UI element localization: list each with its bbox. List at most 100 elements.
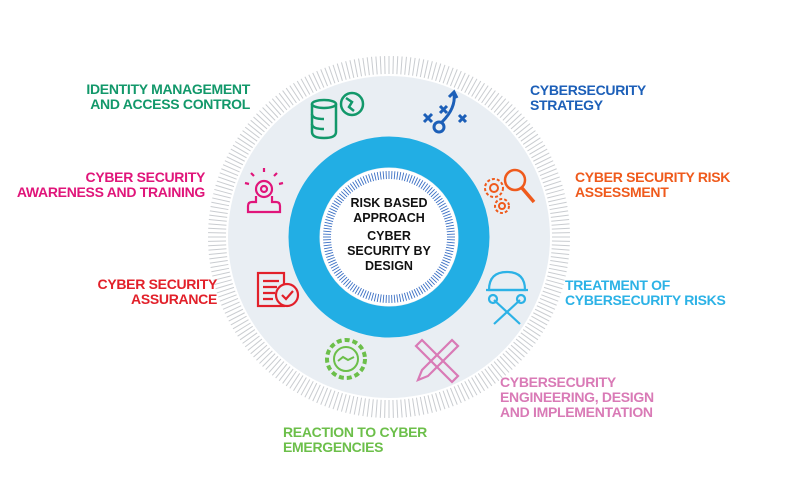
tick-mark xyxy=(218,176,236,184)
tick-mark xyxy=(208,248,227,251)
tick-mark xyxy=(224,305,242,314)
tick-mark xyxy=(541,172,559,180)
tick-mark xyxy=(365,291,370,299)
tick-mark xyxy=(408,291,413,299)
tick-mark xyxy=(434,195,441,202)
hardhat-wrenches-icon xyxy=(486,270,528,325)
tick-mark xyxy=(471,377,482,394)
tick-mark xyxy=(316,70,325,88)
tick-mark xyxy=(444,219,453,223)
tick-mark xyxy=(262,353,276,367)
tick-mark xyxy=(325,219,334,223)
tick-mark xyxy=(222,164,240,173)
tick-mark xyxy=(442,259,450,264)
label-line: AWARENESS AND TRAINING xyxy=(16,184,205,200)
tick-mark xyxy=(353,396,359,415)
label-line: CYBERSECURITY RISKS xyxy=(565,292,726,308)
tick-mark xyxy=(502,107,516,121)
tick-mark xyxy=(209,214,228,218)
tick-mark xyxy=(487,92,500,108)
label-reaction: REACTION TO CYBER EMERGENCIES xyxy=(283,425,427,455)
label-line: AND ACCESS CONTROL xyxy=(90,96,250,112)
tick-mark xyxy=(215,283,233,290)
tick-mark xyxy=(534,156,552,166)
tick-mark xyxy=(347,185,354,192)
tick-mark xyxy=(450,69,458,87)
tick-mark xyxy=(209,256,228,260)
tick-mark xyxy=(529,144,546,155)
tick-mark xyxy=(548,201,567,207)
tick-mark xyxy=(366,398,370,417)
tick-mark xyxy=(382,294,385,303)
tick-mark xyxy=(336,393,343,411)
tick-mark xyxy=(442,66,450,84)
tick-mark xyxy=(415,58,420,77)
tick-mark xyxy=(430,191,438,198)
tick-mark xyxy=(332,391,340,410)
outer-tick-ring xyxy=(208,56,570,418)
tick-mark xyxy=(404,56,407,75)
tick-mark xyxy=(531,315,548,326)
tick-mark xyxy=(481,87,493,104)
tick-mark xyxy=(467,379,478,396)
tick-mark xyxy=(323,224,333,228)
tick-mark xyxy=(285,87,297,104)
tick-mark xyxy=(400,56,403,75)
tick-mark xyxy=(289,373,301,389)
tick-mark xyxy=(398,171,402,181)
tick-mark xyxy=(437,200,445,206)
strategy-play-icon xyxy=(422,89,468,134)
tick-mark xyxy=(300,379,311,396)
tick-mark xyxy=(416,287,421,296)
tick-mark xyxy=(446,67,454,85)
label-risk-assessment: CYBER SECURITY RISK ASSESSMENT xyxy=(575,170,730,200)
tick-mark xyxy=(345,395,351,413)
tick-mark xyxy=(539,168,557,176)
tick-mark xyxy=(435,270,443,277)
tick-mark xyxy=(513,341,528,355)
tick-mark xyxy=(208,223,227,226)
label-awareness: CYBER SECURITY AWARENESS AND TRAINING xyxy=(17,170,205,200)
tick-mark xyxy=(460,382,470,400)
tick-mark xyxy=(538,301,556,310)
tick-mark xyxy=(538,164,556,173)
tick-mark xyxy=(474,82,485,99)
tick-mark xyxy=(359,289,365,297)
tick-mark xyxy=(271,98,285,113)
tick-mark xyxy=(208,244,227,247)
center-line: RISK BASED xyxy=(350,196,428,210)
tick-mark xyxy=(359,177,365,185)
tick-mark xyxy=(412,57,416,76)
tick-mark xyxy=(221,298,239,306)
tick-mark xyxy=(522,133,539,145)
tick-mark xyxy=(304,76,314,93)
tick-mark xyxy=(408,398,412,417)
tick-mark xyxy=(358,397,363,416)
tick-mark xyxy=(438,64,446,83)
tick-mark xyxy=(278,92,291,108)
tick-mark xyxy=(275,363,288,379)
tick-mark xyxy=(256,347,270,361)
tick-mark xyxy=(446,244,455,247)
tick-mark xyxy=(446,230,455,233)
tick-mark xyxy=(268,101,282,116)
tick-mark xyxy=(275,95,288,111)
tick-mark xyxy=(345,187,352,194)
label-engineering: CYBERSECURITY ENGINEERING, DESIGN AND IM… xyxy=(500,375,654,420)
tick-mark xyxy=(471,80,482,97)
tick-mark xyxy=(539,298,557,306)
tick-mark xyxy=(442,390,450,408)
tick-mark xyxy=(327,213,335,218)
tick-mark xyxy=(464,76,474,93)
center-line: APPROACH xyxy=(353,211,425,225)
label-line: ASSESSMENT xyxy=(575,184,669,200)
tick-mark xyxy=(445,249,454,253)
tick-mark xyxy=(226,156,244,166)
tick-mark xyxy=(285,370,297,387)
tick-mark xyxy=(328,210,336,215)
tick-mark xyxy=(237,325,253,337)
tick-mark xyxy=(362,57,366,76)
tick-mark xyxy=(336,63,343,81)
tick-mark xyxy=(357,178,362,187)
tick-mark xyxy=(424,185,431,192)
